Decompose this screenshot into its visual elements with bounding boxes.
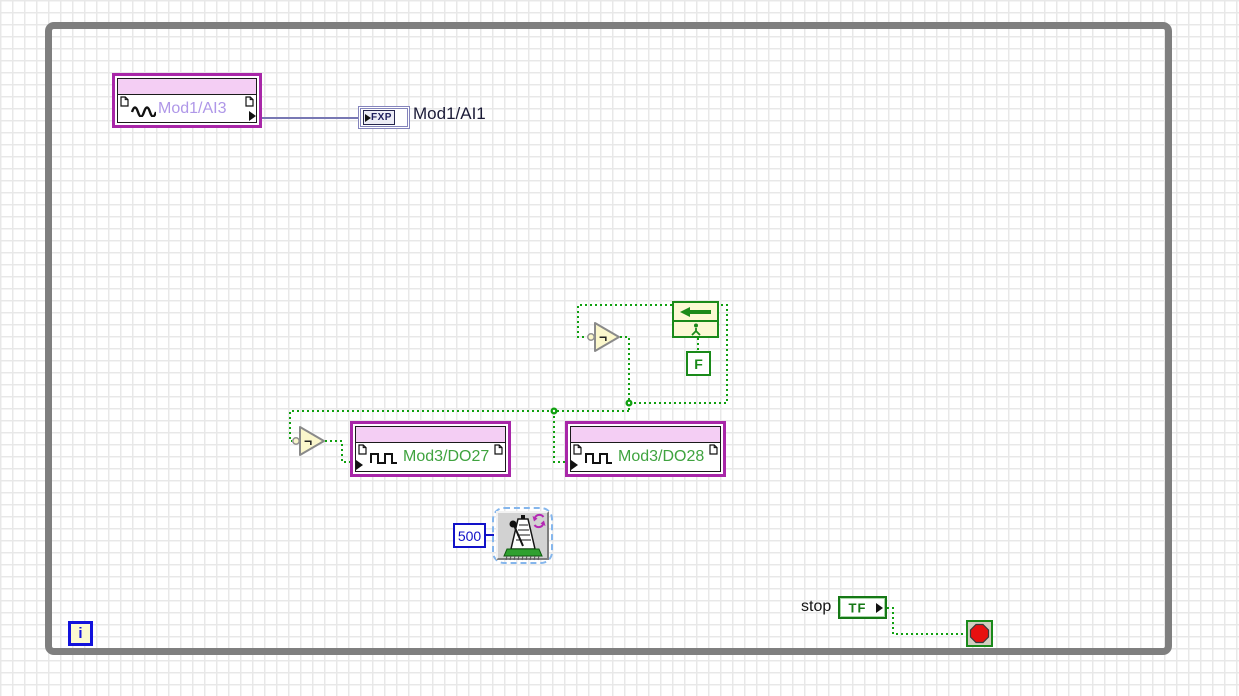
wait-ms-function[interactable] bbox=[492, 507, 553, 564]
wait-ms-constant[interactable]: 500 bbox=[453, 523, 486, 548]
wire-junctions bbox=[550, 399, 633, 415]
page-icon bbox=[494, 444, 503, 455]
wire-to-do28[interactable] bbox=[553, 411, 566, 463]
stop-sign-icon bbox=[969, 623, 990, 644]
do-channel-label: Mod3/DO27 bbox=[403, 448, 490, 465]
metronome-icon bbox=[503, 515, 543, 561]
while-loop-border[interactable] bbox=[45, 22, 1172, 655]
false-constant[interactable]: F bbox=[686, 351, 711, 376]
daq-channel-bar[interactable] bbox=[356, 427, 505, 443]
wire-to-feedback-in[interactable] bbox=[629, 304, 728, 404]
sine-wave-icon bbox=[130, 106, 156, 117]
fxp-indicator-terminal[interactable]: FXP bbox=[358, 106, 410, 129]
stop-boolean-terminal[interactable]: TF bbox=[838, 596, 887, 619]
output-arrow-icon[interactable] bbox=[249, 111, 256, 121]
page-icon bbox=[245, 96, 254, 107]
stop-control-label[interactable]: stop bbox=[801, 598, 832, 615]
wire-to-left-not[interactable] bbox=[289, 410, 629, 442]
not-glyph: ¬ bbox=[304, 433, 312, 449]
recycle-arrows-icon bbox=[532, 513, 546, 529]
do-channel-label: Mod3/DO28 bbox=[618, 448, 705, 465]
initializer-icon[interactable] bbox=[689, 323, 703, 336]
daq-channel-bar[interactable] bbox=[571, 427, 720, 443]
input-arrow-icon[interactable] bbox=[356, 460, 363, 470]
page-icon bbox=[120, 96, 129, 107]
pulse-train-icon bbox=[370, 453, 397, 464]
daq-channel-bar[interactable] bbox=[118, 79, 256, 95]
page-icon bbox=[573, 444, 582, 455]
daq-ai-channel-node[interactable]: Mod1/AI3 bbox=[112, 73, 262, 128]
input-arrow-icon[interactable] bbox=[571, 460, 578, 470]
not-gate-top[interactable]: ¬ bbox=[586, 320, 622, 354]
wire-feedback-out-to-not[interactable] bbox=[577, 304, 672, 338]
ai-channel-label: Mod1/AI3 bbox=[158, 99, 227, 117]
indicator-label[interactable]: Mod1/AI1 bbox=[413, 104, 486, 123]
daq-do28-node[interactable]: Mod3/DO28 bbox=[565, 421, 726, 477]
not-gate-left[interactable]: ¬ bbox=[291, 424, 327, 458]
output-arrow-icon bbox=[876, 602, 883, 613]
page-icon bbox=[358, 444, 367, 455]
feedback-arrow-icon bbox=[679, 306, 711, 317]
not-glyph: ¬ bbox=[599, 329, 607, 345]
pulse-train-icon bbox=[585, 453, 612, 464]
indicator-arrow-icon bbox=[365, 113, 371, 122]
feedback-node[interactable] bbox=[672, 301, 719, 338]
loop-condition-terminal[interactable] bbox=[966, 620, 993, 647]
fxp-chip-label: FXP bbox=[371, 112, 392, 123]
page-icon bbox=[709, 444, 718, 455]
daq-do27-node[interactable]: Mod3/DO27 bbox=[350, 421, 511, 477]
tf-label: TF bbox=[848, 600, 867, 615]
loop-iteration-terminal[interactable]: i bbox=[68, 621, 93, 646]
